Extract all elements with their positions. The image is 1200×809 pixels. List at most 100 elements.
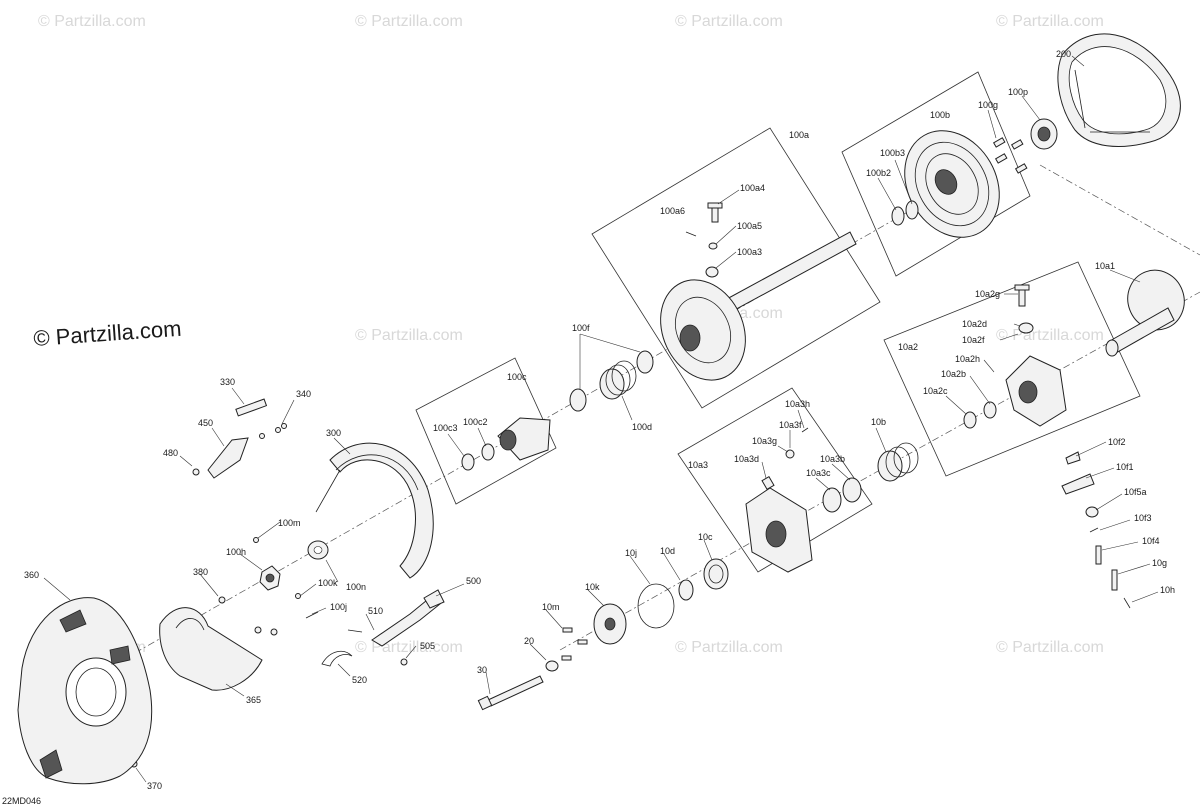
callout-100a4: 100a4: [740, 183, 765, 193]
callout-10a2g: 10a2g: [975, 289, 1000, 299]
bolt-100j: [305, 611, 319, 619]
callout-510: 510: [368, 606, 383, 616]
fixed-sheave-100b: [904, 130, 1000, 238]
washer-20: [545, 660, 559, 672]
callout-100h: 100h: [226, 547, 246, 557]
callout-505: 505: [420, 641, 435, 651]
spring-100d: [599, 360, 637, 400]
callout-10f4: 10f4: [1142, 536, 1160, 546]
rings-100c2-100c3: [461, 443, 495, 471]
bracket-500: [347, 589, 445, 647]
callout-380: 380: [193, 567, 208, 577]
callout-100n: 100n: [346, 582, 366, 592]
cam-100c: [497, 417, 551, 461]
callout-10a2c: 10a2c: [923, 386, 948, 396]
callout-360: 360: [24, 570, 39, 580]
bearing-10c: [703, 558, 729, 590]
group-label-100a: 100a: [789, 130, 809, 140]
bolt-30: [477, 675, 544, 711]
nut-100h: [259, 565, 281, 591]
rings-10a2b-10a2c: [963, 401, 997, 429]
callout-10a3g: 10a3g: [752, 436, 777, 446]
watermark: © Partzilla.com: [996, 327, 1104, 344]
bushing-100p: [1030, 118, 1058, 150]
callout-500: 500: [466, 576, 481, 586]
callout-100a5: 100a5: [737, 221, 762, 231]
housing-360: [17, 597, 153, 785]
callout-10k: 10k: [585, 582, 600, 592]
watermark: © Partzilla.com: [355, 639, 463, 656]
callout-200: 200: [1056, 49, 1071, 59]
group-label-10a2: 10a2: [898, 342, 918, 352]
callout-300: 300: [326, 428, 341, 438]
part-callouts: 200 100p 100g 100b3 100b2 100a4 100a6 10…: [24, 49, 1175, 791]
callout-100a3: 100a3: [737, 247, 762, 257]
callout-340: 340: [296, 389, 311, 399]
callout-10a2h: 10a2h: [955, 354, 980, 364]
callout-10g: 10g: [1152, 558, 1167, 568]
callout-10a3d: 10a3d: [734, 454, 759, 464]
callout-100d: 100d: [632, 422, 652, 432]
bolt-10a2g: [1014, 284, 1030, 307]
ring-100f: [569, 350, 654, 412]
callout-365: 365: [246, 695, 261, 705]
callout-20: 20: [524, 636, 534, 646]
screws-10m: [561, 627, 588, 661]
callout-10a1: 10a1: [1095, 261, 1115, 271]
callout-10b: 10b: [871, 417, 886, 427]
hub-10k: [593, 603, 627, 645]
ring-10d: [678, 579, 694, 601]
washer-100a5: [708, 242, 718, 250]
callout-10a3c: 10a3c: [806, 468, 831, 478]
rings-100b2-100b3: [891, 200, 919, 226]
lever-parts-10f: [1061, 451, 1131, 609]
callout-10a3h: 10a3h: [785, 399, 810, 409]
callout-100b2: 100b2: [866, 168, 891, 178]
callout-10j: 10j: [625, 548, 637, 558]
watermark: © Partzilla.com: [38, 13, 146, 30]
callout-450: 450: [198, 418, 213, 428]
callout-520: 520: [352, 675, 367, 685]
movable-sheave-10a2: [1005, 355, 1067, 427]
driven-pulley-shaft-100a: [660, 231, 857, 381]
callout-100b3: 100b3: [880, 148, 905, 158]
pin-100a6: [685, 231, 697, 237]
callout-100m: 100m: [278, 518, 301, 528]
callout-100f: 100f: [572, 323, 590, 333]
callout-370: 370: [147, 781, 162, 791]
callout-10f2: 10f2: [1108, 437, 1126, 447]
watermark: © Partzilla.com: [355, 327, 463, 344]
callout-100p: 100p: [1008, 87, 1028, 97]
callout-10d: 10d: [660, 546, 675, 556]
spring-10b: [877, 442, 919, 482]
drive-belt: [1057, 33, 1181, 147]
callout-10f3: 10f3: [1134, 513, 1152, 523]
callout-480: 480: [163, 448, 178, 458]
callout-100c2: 100c2: [463, 417, 488, 427]
washer-10a2d: [1018, 322, 1034, 334]
callout-10a3b: 10a3b: [820, 454, 845, 464]
watermark: © Partzilla.com: [996, 13, 1104, 30]
partzilla-logo-text: © Partzilla.com: [33, 316, 183, 351]
bolt-100a4: [707, 202, 723, 223]
callout-10c: 10c: [698, 532, 713, 542]
group-label-100b: 100b: [930, 110, 950, 120]
watermark: © Partzilla.com: [675, 639, 783, 656]
watermark: © Partzilla.com: [675, 13, 783, 30]
rings-10a3b-10a3c: [822, 477, 862, 513]
callout-10f5a: 10f5a: [1124, 487, 1147, 497]
guard-300: [315, 442, 434, 579]
cover-10a3: [745, 487, 813, 573]
washer-100n: [307, 540, 329, 560]
sheave-10a1: [1105, 269, 1185, 357]
callout-100k: 100k: [318, 578, 338, 588]
callout-100g: 100g: [978, 100, 998, 110]
callout-10a3f: 10a3f: [779, 420, 802, 430]
callout-100c3: 100c3: [433, 423, 458, 433]
cover-365: [159, 607, 263, 691]
callout-10h: 10h: [1160, 585, 1175, 595]
clip-520: [321, 650, 353, 667]
callout-100j: 100j: [330, 602, 347, 612]
